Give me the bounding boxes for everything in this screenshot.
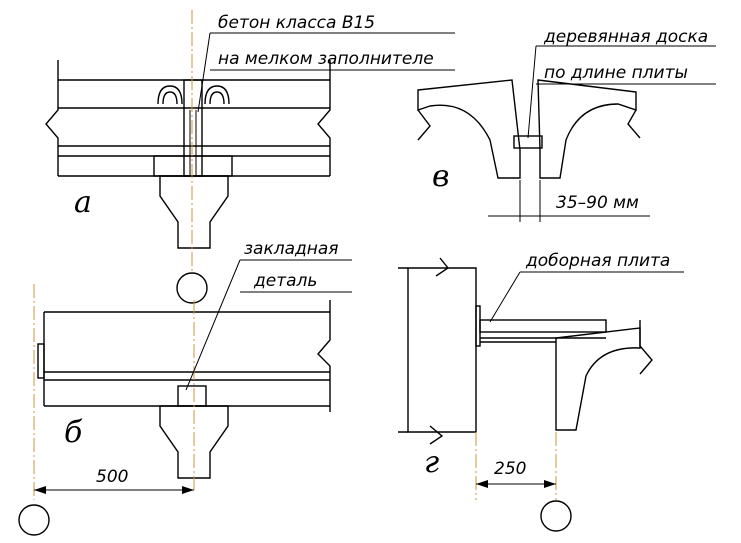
wall-break-top — [435, 257, 450, 277]
dim-500: 500 — [96, 467, 128, 487]
dim-250: 250 — [494, 459, 526, 479]
crossbar-b-section — [159, 405, 229, 479]
axis-marker-g — [540, 500, 572, 532]
extra-slab — [479, 319, 607, 333]
break-line-v-right — [627, 109, 641, 139]
break-line-b-right — [317, 300, 331, 412]
label-board-1: деревянная доска — [543, 27, 708, 47]
detail-v: деревянная доска по длине плиты 35–90 мм… — [417, 27, 716, 222]
lifting-loop-left-inner — [162, 91, 178, 105]
wall-edges — [398, 267, 408, 433]
slab-rib-left — [417, 79, 521, 179]
crossbar-section — [159, 175, 229, 249]
embedded-part — [177, 385, 207, 407]
break-line-g — [639, 320, 653, 375]
break-line-v-left — [417, 109, 431, 141]
lifting-loop-right — [204, 85, 230, 105]
break-line-right — [317, 60, 331, 176]
dim-arrow-250-right — [544, 480, 556, 488]
lifting-loop-left — [157, 85, 183, 105]
leader-concrete — [197, 32, 211, 113]
letter-a: а — [74, 185, 92, 220]
detail-a: бетон класса В15 на мелком заполнителе а — [45, 10, 455, 304]
leader-extra — [489, 271, 521, 323]
dim-arrow-250-left — [476, 480, 488, 488]
lifting-loop-right-inner — [209, 91, 225, 105]
bearing-pad — [153, 155, 233, 177]
axis-marker-b — [18, 504, 50, 536]
wall-break-bottom — [429, 425, 444, 445]
brick-wall — [407, 267, 477, 433]
label-extra-slab: доборная плита — [525, 251, 670, 271]
label-concrete-2: на мелком заполнителе — [218, 49, 434, 69]
label-concrete-1: бетон класса В15 — [218, 13, 375, 33]
leader-board — [527, 45, 537, 139]
letter-v: в — [432, 159, 449, 194]
axis-marker-a — [176, 272, 208, 304]
detail-b: закладная деталь 500 б — [18, 239, 352, 536]
joint-gap — [183, 79, 203, 177]
letter-g: г — [424, 445, 439, 480]
dim-arrow-500-right — [182, 486, 194, 494]
break-line-left — [45, 60, 59, 176]
leader-embedded — [185, 259, 241, 391]
slab-b-end-plate — [37, 343, 45, 379]
label-embedded-2: деталь — [253, 271, 317, 291]
dim-gap: 35–90 мм — [556, 193, 639, 213]
slab-rib-g — [555, 327, 641, 431]
slab-rib-right — [537, 79, 637, 179]
label-embedded-1: закладная — [244, 239, 339, 259]
detail-g: доборная плита 250 г — [398, 251, 684, 532]
letter-b: б — [64, 415, 83, 450]
label-board-2: по длине плиты — [544, 63, 688, 83]
dim-arrow-500-left — [34, 486, 46, 494]
